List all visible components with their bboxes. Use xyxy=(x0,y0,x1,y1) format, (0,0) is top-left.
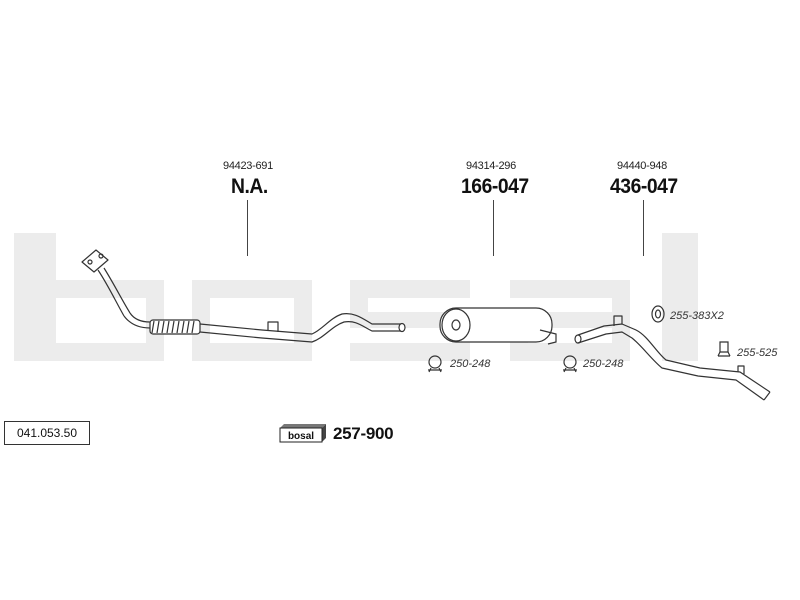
accessory-label-rubber-hanger: 255-525 xyxy=(737,347,778,359)
leader-line-middle-silencer xyxy=(493,200,494,256)
leader-line-front-pipe xyxy=(247,200,248,256)
reference-number: 041.053.50 xyxy=(4,421,90,445)
oe-number-middle-silencer: 94314-296 xyxy=(466,160,516,172)
leader-line-tail-pipe xyxy=(643,200,644,256)
clamp-icon xyxy=(563,355,577,373)
accessory-label-clamp-2: 250-248 xyxy=(583,358,624,370)
oe-number-tail-pipe: 94440-948 xyxy=(617,160,667,172)
rubber-mount-ring-icon xyxy=(651,305,665,323)
part-number-front-pipe: N.A. xyxy=(231,175,268,198)
accessory-label-clamp-1: 250-248 xyxy=(450,358,491,370)
kit-part-number: 257-900 xyxy=(333,424,394,443)
accessory-label-mount-ring: 255-383X2 xyxy=(670,310,724,322)
rubber-hanger-icon xyxy=(717,341,731,357)
tail-pipe-drawing xyxy=(574,315,771,401)
oe-number-front-pipe: 94423-691 xyxy=(223,160,273,172)
front-pipe-drawing xyxy=(81,249,406,343)
middle-silencer-drawing xyxy=(439,307,557,345)
clamp-icon xyxy=(428,355,442,373)
kit-logo-text: bosal xyxy=(288,431,314,442)
part-number-middle-silencer: 166-047 xyxy=(461,175,529,198)
part-number-tail-pipe: 436-047 xyxy=(610,175,678,198)
bosal-kit-logo: bosal xyxy=(279,424,326,443)
